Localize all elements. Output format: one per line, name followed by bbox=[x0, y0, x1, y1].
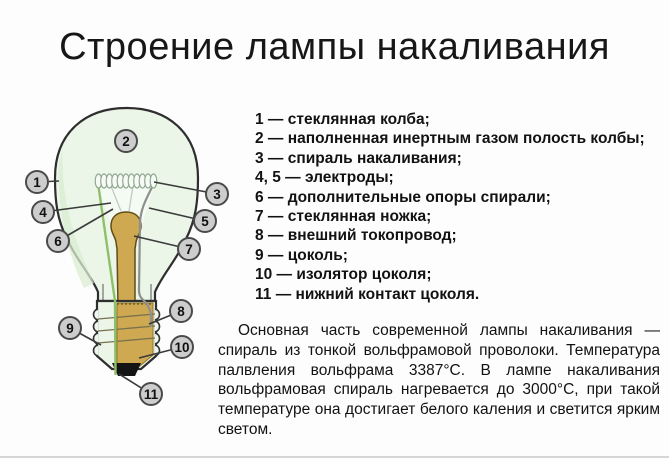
legend-item-1: 1 — стеклянная колба; bbox=[255, 111, 430, 128]
thread-line-1 bbox=[97, 313, 156, 320]
thread-ridge-right-2 bbox=[154, 320, 161, 333]
callout-9: 9 bbox=[58, 316, 82, 340]
legend-item-11: 11 — нижний контакт цоколя. bbox=[255, 285, 480, 303]
legend-item-3: 3 — спираль накаливания; bbox=[255, 149, 462, 167]
callout-5: 5 bbox=[193, 209, 217, 233]
bulb-diagram: 1 2 3 4 5 6 7 8 9 10 11 bbox=[0, 95, 250, 456]
legend-item-10: 10 — изолятор цоколя; bbox=[255, 266, 432, 284]
page-title: Строение лампы накаливания bbox=[59, 26, 610, 68]
thread-ridge-left-4 bbox=[92, 344, 99, 357]
thread-line-2 bbox=[97, 325, 156, 332]
legend-list: 1 — стеклянная колба; 2 — наполненная ин… bbox=[255, 110, 660, 304]
callout-6: 6 bbox=[46, 229, 70, 253]
callout-2: 2 bbox=[114, 129, 138, 153]
support-wire-right bbox=[128, 185, 134, 212]
filament-coil bbox=[94, 173, 158, 189]
callout-7: 7 bbox=[177, 237, 201, 261]
legend-item-7: 7 — стеклянная ножка; bbox=[255, 208, 432, 226]
legend-item-6: 6 — дополнительные опоры спирали; bbox=[255, 188, 551, 206]
inner-lead-wire bbox=[96, 182, 117, 376]
legend-item-2: 2 — наполненная инертным газом полость к… bbox=[255, 130, 645, 148]
thread-ridge-left-2 bbox=[92, 320, 99, 333]
legend-item-4-5: 4, 5 — электроды; bbox=[255, 169, 394, 187]
callout-3: 3 bbox=[205, 182, 229, 206]
thread-line-3 bbox=[97, 337, 156, 344]
callout-10: 10 bbox=[170, 335, 194, 359]
callout-11: 11 bbox=[139, 382, 163, 406]
bulb-schematic-svg bbox=[36, 106, 218, 395]
bottom-contact bbox=[112, 363, 141, 376]
glass-shading bbox=[58, 150, 94, 288]
callout-8: 8 bbox=[169, 299, 193, 323]
callout-4: 4 bbox=[31, 200, 55, 224]
description-paragraph: Основная часть современной лампы накалив… bbox=[218, 322, 660, 438]
thread-ridge-right-1 bbox=[154, 308, 161, 321]
thread-ridge-right-3 bbox=[154, 332, 161, 345]
support-wire-left bbox=[110, 185, 122, 212]
legend-item-8: 8 — внешний токопровод; bbox=[255, 227, 457, 245]
legend-item-9: 9 — цоколь; bbox=[255, 246, 348, 264]
thread-ridge-left-1 bbox=[92, 308, 99, 321]
callout-1: 1 bbox=[25, 170, 49, 194]
outer-lead-wire bbox=[137, 182, 155, 327]
